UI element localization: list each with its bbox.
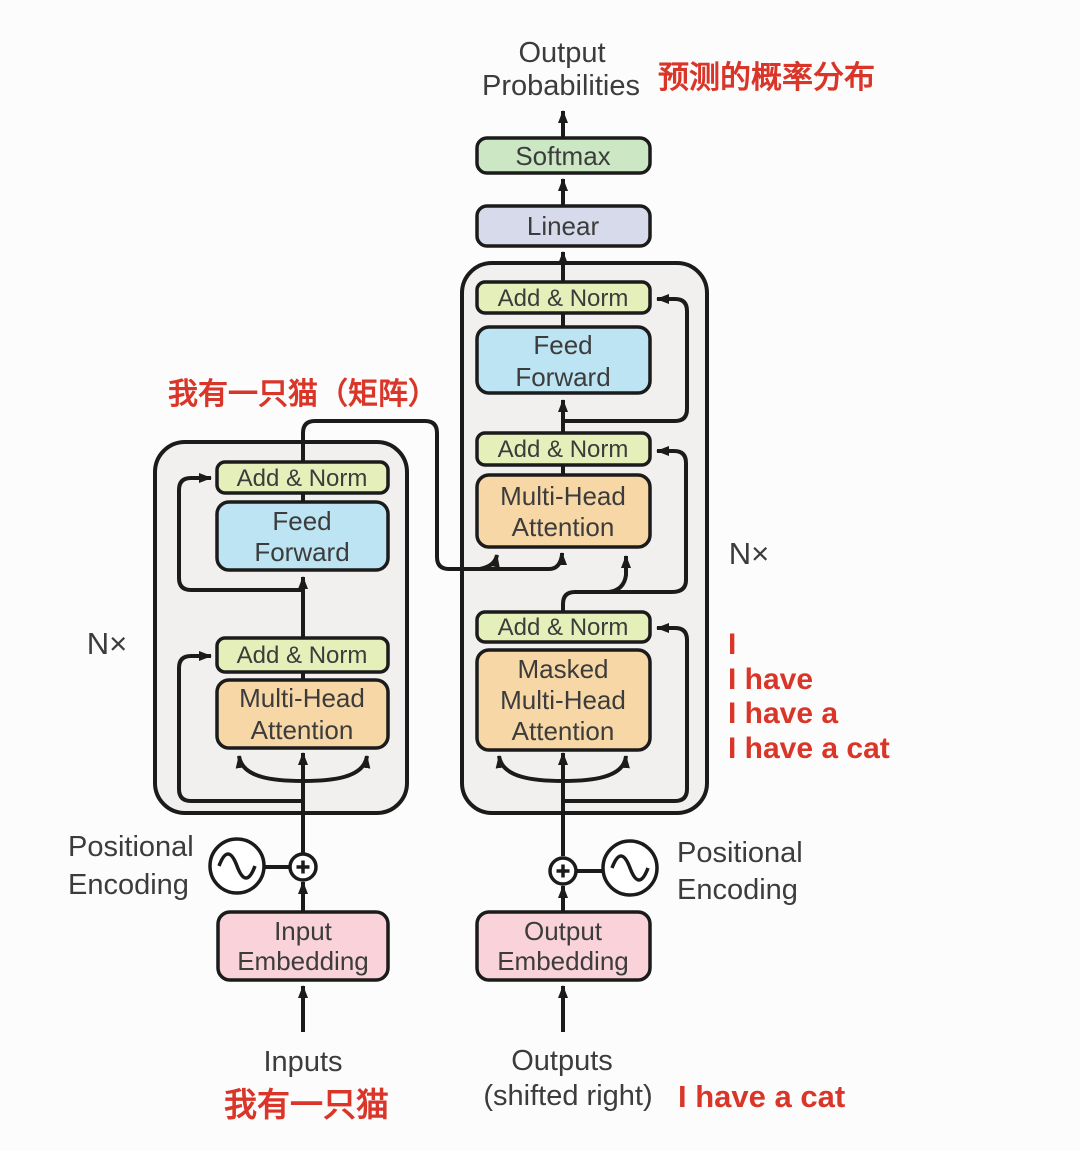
- decoder-residual-bottom: [563, 623, 689, 803]
- decoder-feed-forward-label-line2: Forward: [515, 362, 610, 392]
- softmax-label: Softmax: [515, 141, 610, 171]
- output-embedding-box: [475, 910, 652, 982]
- input-embedding-box: [216, 910, 390, 982]
- decoder-add-norm-bottom-box: [475, 610, 652, 644]
- annotation-probability: 预测的概率分布: [658, 60, 875, 95]
- sine-curve-right: [610, 854, 650, 882]
- softmax-box: [475, 136, 652, 175]
- decoder-mha-label-line2: Attention: [512, 512, 615, 542]
- shifted-right-label: (shifted right): [483, 1080, 652, 1112]
- plus-glyph-left: [296, 860, 310, 874]
- encoder-feed-forward-label-line1: Feed: [272, 506, 331, 536]
- sine-curve-left: [217, 852, 257, 880]
- masked-mha-right-arrow: [562, 755, 630, 783]
- decoder-n-times-label: N×: [729, 536, 770, 571]
- encoder-mha-right-arrow: [302, 755, 371, 783]
- decoder-add-norm-middle-box: [475, 431, 652, 467]
- decoder-add-norm-bottom-label: Add & Norm: [498, 614, 629, 641]
- annotation-step-3: I have a: [728, 697, 838, 730]
- annotation-step-2: I have: [728, 663, 813, 696]
- output-probabilities-label-line1: Output: [518, 37, 605, 69]
- masked-mha-left-arrow: [495, 755, 564, 783]
- masked-mha-label-line2: Multi-Head: [500, 685, 626, 715]
- encoder-mha-left-arrow: [235, 755, 304, 783]
- encoder-feed-forward-box: [215, 500, 390, 572]
- encoder-residual-top: [177, 473, 303, 592]
- annotation-output-sentence: I have a cat: [678, 1079, 845, 1114]
- linear-box: [475, 204, 652, 248]
- encoder-mha-label-line1: Multi-Head: [239, 683, 365, 713]
- inputs-label: Inputs: [264, 1046, 343, 1078]
- encoder-add-norm-bottom-label: Add & Norm: [237, 642, 368, 669]
- decoder-feed-forward-label-line1: Feed: [533, 330, 592, 360]
- positional-encoding-left-line2: Encoding: [68, 869, 189, 901]
- positional-encoding-right-line1: Positional: [677, 837, 803, 869]
- linear-label: Linear: [527, 211, 600, 241]
- input-embedding-label-line2: Embedding: [237, 946, 369, 976]
- encoder-mha-label-line2: Attention: [251, 715, 354, 745]
- encoder-feed-forward-label-line2: Forward: [254, 537, 349, 567]
- decoder-add-norm-top-label: Add & Norm: [498, 285, 629, 312]
- positional-encoding-left-line1: Positional: [68, 831, 194, 863]
- annotation-input-sentence: 我有一只猫: [224, 1086, 389, 1123]
- decoder-multi-head-attention-box: [475, 473, 652, 549]
- output-probabilities-label-line2: Probabilities: [482, 70, 640, 102]
- decoder-add-norm-top-box: [475, 280, 652, 315]
- encoder-residual-bottom: [177, 651, 303, 803]
- output-embedding-label-line1: Output: [524, 916, 603, 946]
- encoder-n-times-label: N×: [87, 626, 128, 661]
- masked-multi-head-attention-box: [475, 648, 652, 752]
- encoder-kv-branch-arrow: [479, 554, 500, 571]
- annotation-encoder-output: 我有一只猫（矩阵）: [168, 377, 438, 411]
- encoder-add-norm-bottom-box: [215, 636, 390, 674]
- decoder-mha-label-line1: Multi-Head: [500, 481, 626, 511]
- outputs-label: Outputs: [511, 1045, 613, 1077]
- encoder-add-norm-top-box: [215, 460, 390, 495]
- output-embedding-label-line2: Embedding: [497, 946, 629, 976]
- masked-mha-label-line3: Attention: [512, 716, 615, 746]
- encoder-panel: [153, 440, 409, 815]
- decoder-residual-top: [563, 294, 689, 423]
- plus-glyph-right: [556, 864, 570, 878]
- decoder-residual-middle: [561, 446, 688, 638]
- encoder-to-decoder-line: [301, 419, 567, 571]
- encoder-multi-head-attention-box: [215, 678, 390, 750]
- decoder-feed-forward-box: [475, 325, 652, 395]
- input-embedding-label-line1: Input: [274, 916, 333, 946]
- annotation-step-4: I have a cat: [728, 732, 890, 765]
- masked-mha-label-line1: Masked: [517, 654, 608, 684]
- decoder-query-arrow: [608, 555, 631, 594]
- encoder-add-norm-top-label: Add & Norm: [237, 465, 368, 492]
- positional-encoding-right-line2: Encoding: [677, 874, 798, 906]
- annotation-step-1: I: [728, 628, 736, 661]
- decoder-add-norm-middle-label: Add & Norm: [498, 436, 629, 463]
